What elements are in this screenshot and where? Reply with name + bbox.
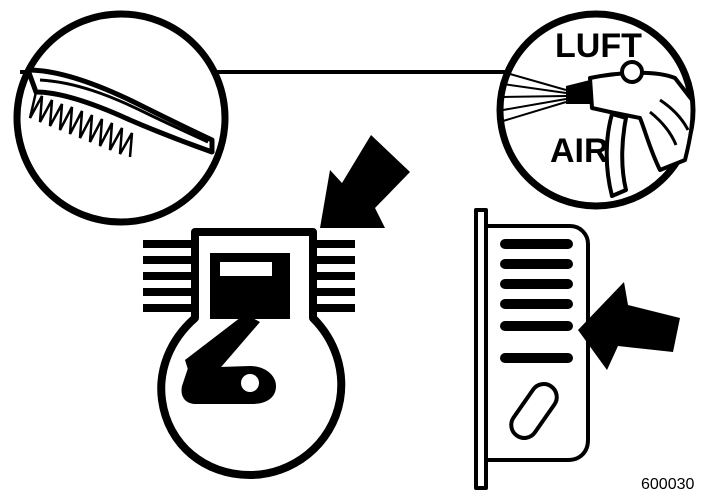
air-gun-circle: LUFT AIR [496, 10, 696, 210]
luft-label: LUFT [555, 27, 642, 65]
wire-brush-icon [13, 10, 229, 226]
figure-code: 600030 [641, 476, 694, 493]
engine-cylinder-icon [143, 228, 355, 479]
arrow-icon [578, 282, 680, 370]
arrow-icon [320, 135, 410, 228]
air-gun-icon [502, 60, 695, 198]
air-filter-icon [474, 208, 590, 490]
air-label: AIR [550, 132, 609, 170]
